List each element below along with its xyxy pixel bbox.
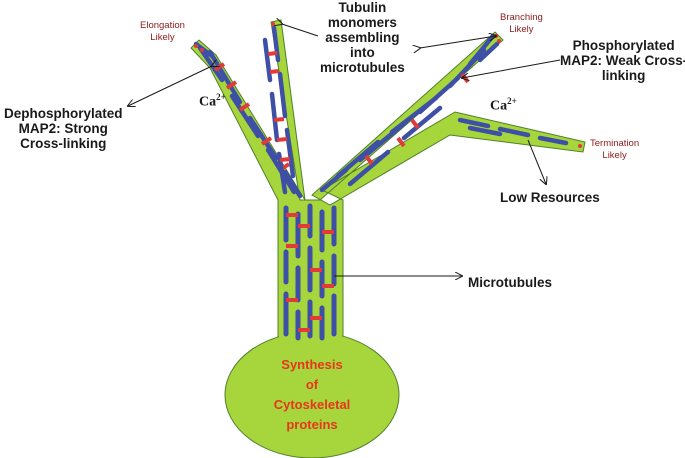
phospho-line-2: MAP2: Weak Cross- xyxy=(560,53,685,69)
elongation-line-1: Elongation xyxy=(140,20,185,31)
soma-line-3: Cytoskeletal xyxy=(273,397,351,413)
trunk-crosslinks xyxy=(286,213,334,332)
dephospho-line-3: Cross-linking xyxy=(20,136,107,152)
soma-line-2: of xyxy=(305,377,319,393)
dephospho-line-1: Dephosphorylated xyxy=(4,106,123,121)
soma-line-1: Synthesis xyxy=(281,357,343,372)
soma-line-4: proteins xyxy=(286,417,338,433)
termination-label: Termination Likely xyxy=(590,138,639,162)
microtubules-label: Microtubules xyxy=(468,275,553,290)
elongation-label: Elongation Likely xyxy=(140,20,185,44)
trunk-microtubules xyxy=(283,203,337,341)
dephosphorylated-label: Dephosphorylated MAP2: Strong Cross-link… xyxy=(4,106,123,151)
termination-line-2: Likely xyxy=(602,149,627,161)
tubulin-line-4: into xyxy=(350,45,375,61)
elongation-line-2: Likely xyxy=(150,31,175,43)
tubulin-line-2: monomers xyxy=(327,15,397,31)
phosphorylated-label: Phosphorylated MAP2: Weak Cross- linking xyxy=(560,38,685,83)
branching-line-2: Likely xyxy=(509,23,534,35)
tubulin-line-3: assembling xyxy=(325,30,400,46)
branching-line-1: Branching xyxy=(500,12,543,23)
tubulin-label: Tubulin monomers assembling into microtu… xyxy=(320,0,405,76)
calcium-right-text: Ca xyxy=(490,98,508,114)
calcium-right-charge: 2+ xyxy=(507,96,517,106)
phospho-line-3: linking xyxy=(601,68,646,84)
tubulin-line-1: Tubulin xyxy=(338,0,387,15)
middle-branch-crosslinks xyxy=(267,51,291,162)
phospho-line-1: Phosphorylated xyxy=(572,38,675,53)
termination-branch-microtubules xyxy=(457,117,569,146)
annotation-arrows xyxy=(128,24,561,276)
termination-line-1: Termination xyxy=(590,138,640,149)
right-branch-microtubules xyxy=(319,33,500,193)
tubulin-line-5: microtubules xyxy=(320,60,405,76)
calcium-label-right: Ca2+ xyxy=(490,96,517,115)
low-resources-label: Low Resources xyxy=(500,190,600,205)
calcium-label-left: Ca2+ xyxy=(199,92,226,111)
soma-label: Synthesis of Cytoskeletal proteins xyxy=(262,355,362,436)
calcium-left-charge: 2+ xyxy=(216,92,226,102)
calcium-left-text: Ca xyxy=(199,94,217,110)
middle-branch-microtubules xyxy=(262,25,296,195)
branching-label: Branching Likely xyxy=(500,12,543,36)
dephospho-line-2: MAP2: Strong xyxy=(18,121,108,137)
